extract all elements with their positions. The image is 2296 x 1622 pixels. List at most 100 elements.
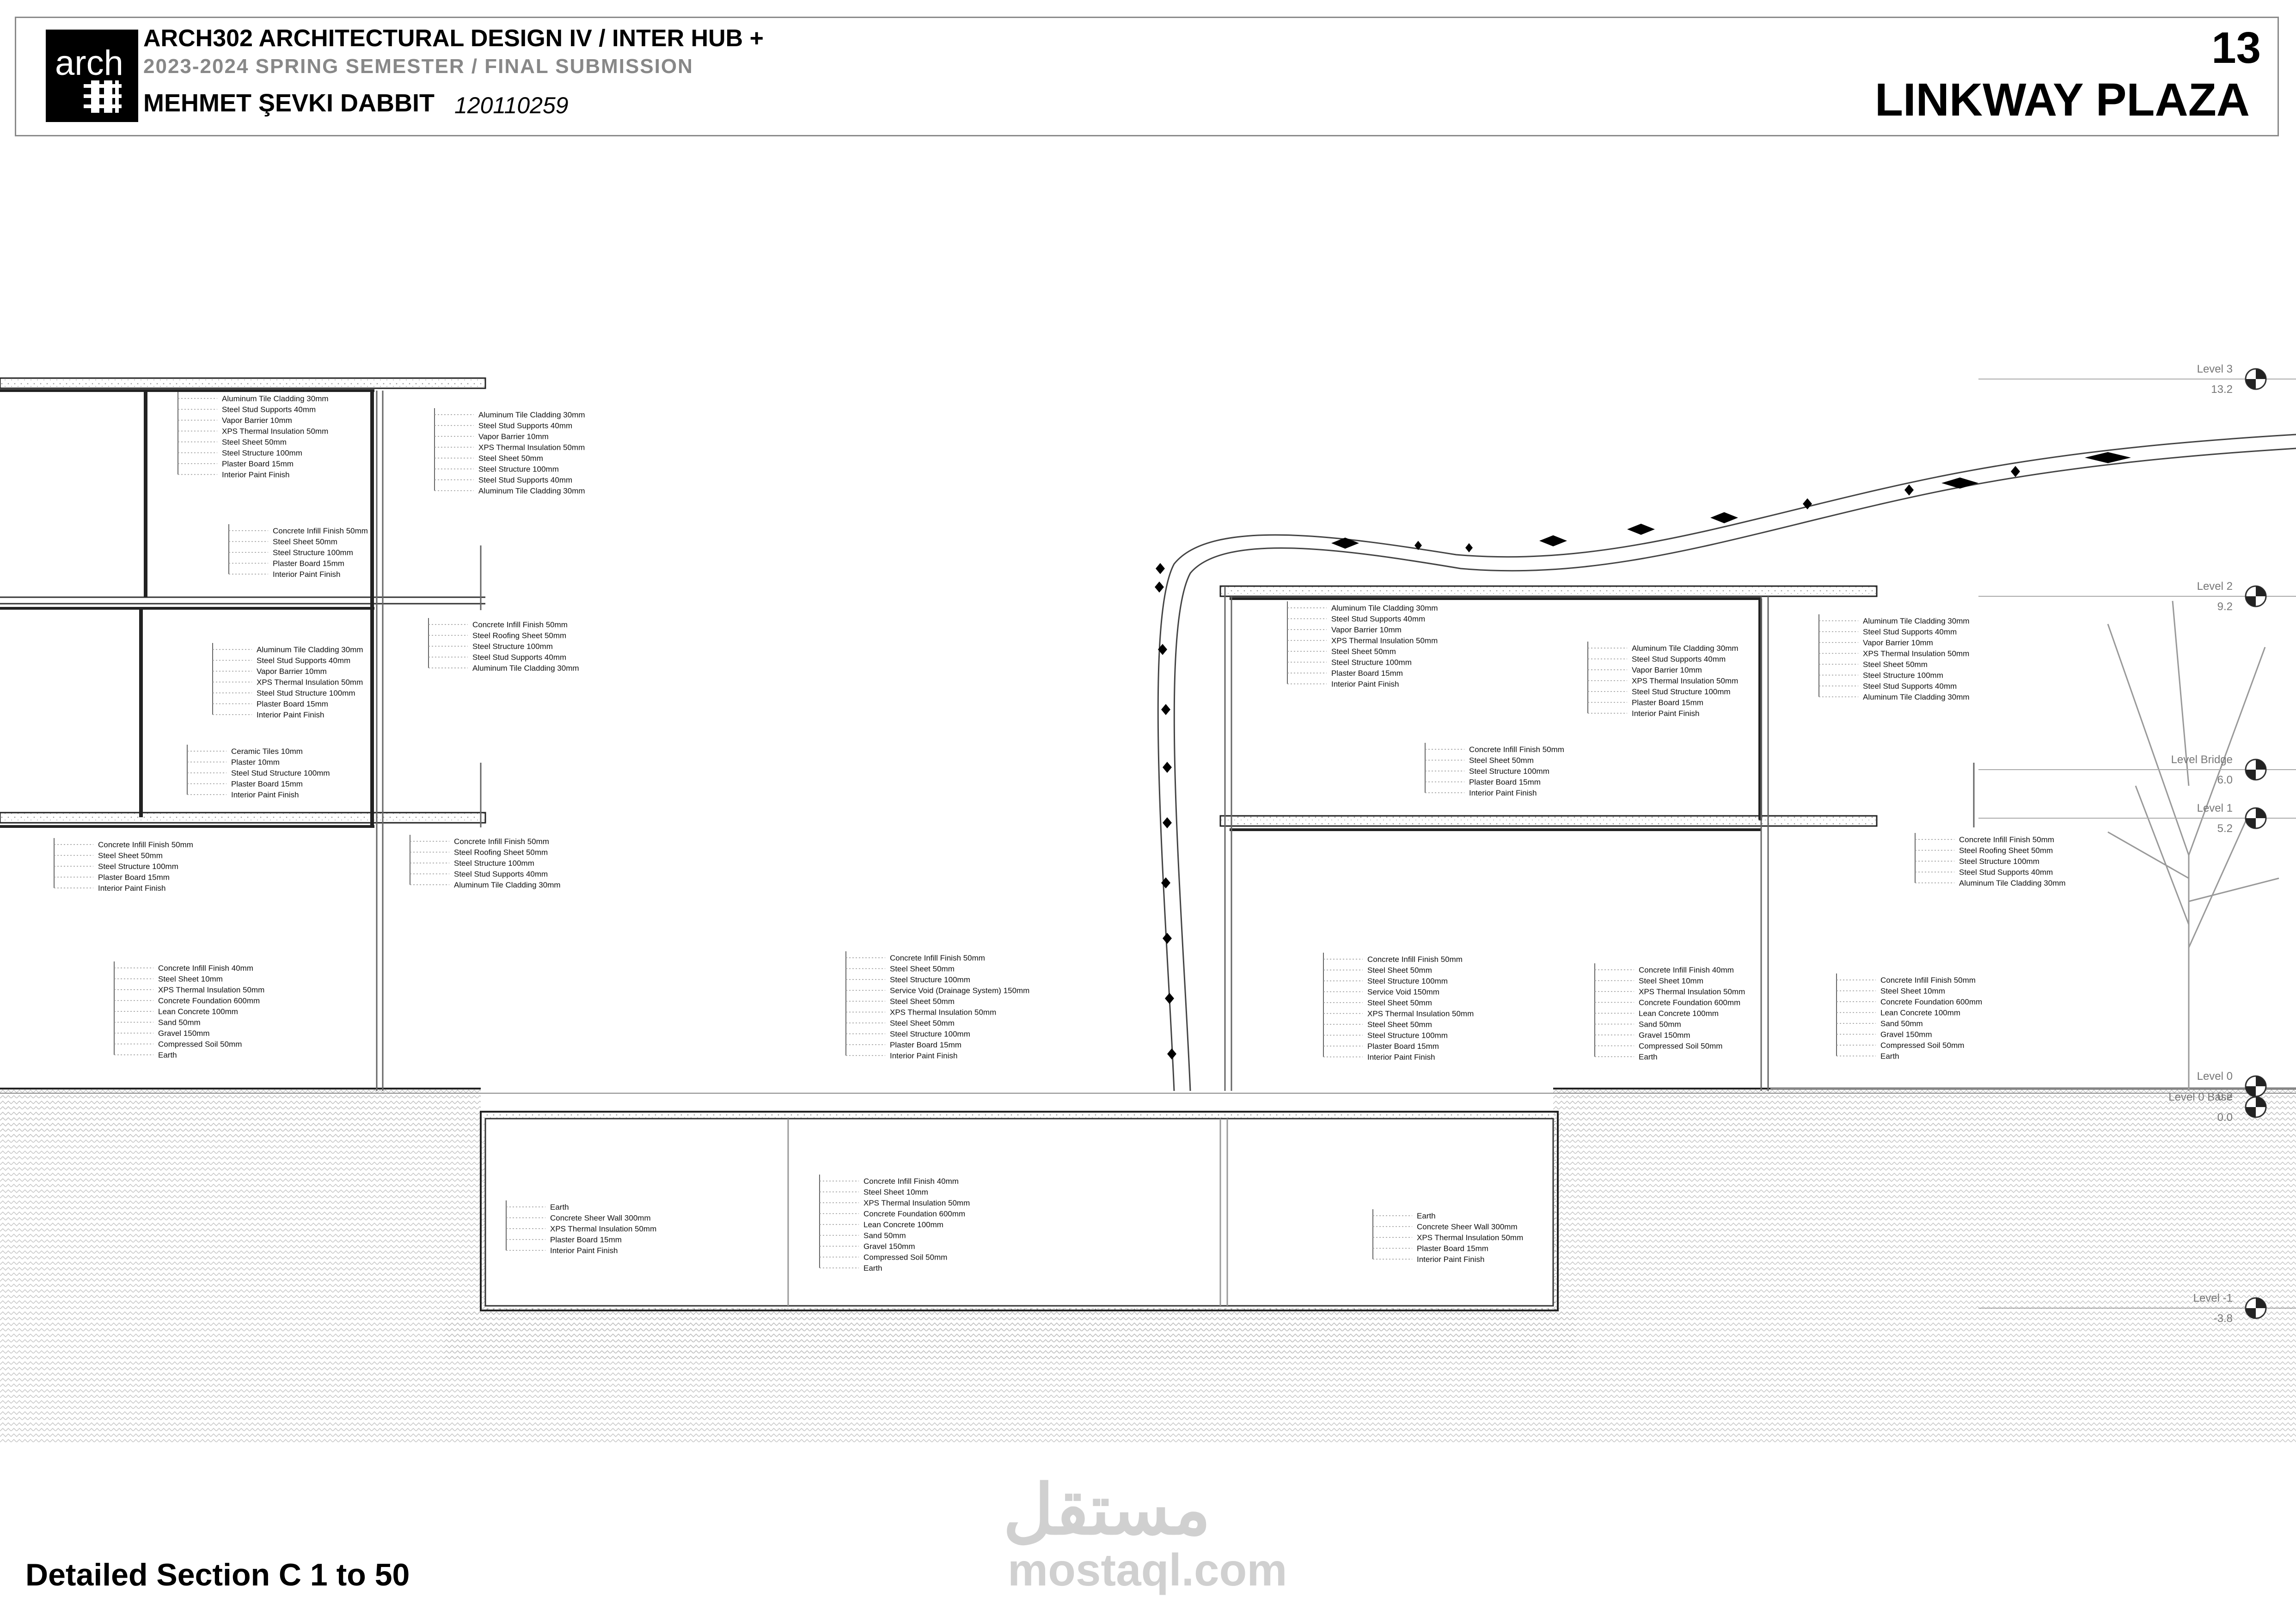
annotation-line: Aluminum Tile Cladding 30mm bbox=[472, 664, 579, 673]
annotation-line: XPS Thermal Insulation 50mm bbox=[890, 1008, 996, 1017]
annotation-line: Aluminum Tile Cladding 30mm bbox=[1863, 617, 1970, 625]
svg-text:arch: arch bbox=[55, 43, 123, 83]
annotation-line: Steel Stud Structure 100mm bbox=[1632, 687, 1731, 696]
level-symbol-icon bbox=[2245, 585, 2267, 607]
level-symbol-icon bbox=[2245, 759, 2267, 781]
annotation-line: Steel Sheet 10mm bbox=[1880, 987, 1945, 996]
annotation-line: Interior Paint Finish bbox=[98, 884, 165, 893]
annotation-line: Gravel 150mm bbox=[863, 1242, 915, 1251]
annotation-line: Steel Structure 100mm bbox=[1367, 1031, 1448, 1040]
annotation-line: Lean Concrete 100mm bbox=[1639, 1009, 1719, 1018]
annotation-line: Ceramic Tiles 10mm bbox=[231, 747, 303, 756]
annotation-line: Aluminum Tile Cladding 30mm bbox=[1632, 644, 1739, 653]
annotation-line: Plaster Board 15mm bbox=[1632, 698, 1703, 707]
annotation-line: Interior Paint Finish bbox=[222, 471, 289, 479]
canopy-roof bbox=[1155, 434, 2296, 1091]
annotation-line: Plaster Board 15mm bbox=[1367, 1042, 1439, 1051]
annotation-line: Earth bbox=[1417, 1212, 1436, 1220]
annotation-line: Steel Stud Supports 40mm bbox=[478, 422, 572, 430]
annotation-line: Steel Sheet 50mm bbox=[1469, 756, 1534, 765]
annotation-line: XPS Thermal Insulation 50mm bbox=[1639, 987, 1745, 996]
annotation-line: XPS Thermal Insulation 50mm bbox=[1863, 649, 1969, 658]
annotation-line: Plaster Board 15mm bbox=[257, 700, 328, 709]
annotation-line: Vapor Barrier 10mm bbox=[257, 667, 327, 676]
annotation-line: XPS Thermal Insulation 50mm bbox=[257, 678, 363, 687]
level-elevation: 13.2 bbox=[2211, 383, 2233, 396]
annotation-line: Plaster 10mm bbox=[231, 758, 280, 767]
title-block: arch ARCH302 ARCHITECTURAL DESIGN IV / I… bbox=[15, 17, 2279, 136]
annotation-line: Concrete Infill Finish 50mm bbox=[890, 954, 985, 962]
annotation-line: Aluminum Tile Cladding 30mm bbox=[1331, 604, 1438, 612]
annotation-line: Plaster Board 15mm bbox=[231, 780, 303, 789]
annotation-line: Earth bbox=[1880, 1052, 1899, 1061]
level-symbol-icon bbox=[2245, 807, 2267, 829]
annotation-line: Steel Sheet 50mm bbox=[478, 454, 543, 463]
annotation-line: Steel Stud Supports 40mm bbox=[1331, 615, 1425, 624]
annotation-line: Steel Roofing Sheet 50mm bbox=[454, 848, 548, 857]
annotation-line: Aluminum Tile Cladding 30mm bbox=[454, 881, 561, 889]
annotation-line: Aluminum Tile Cladding 30mm bbox=[478, 410, 585, 419]
page-number: 13 bbox=[2211, 23, 2261, 73]
annotation-line: Steel Sheet 10mm bbox=[158, 975, 223, 984]
arch-logo: arch bbox=[46, 30, 138, 122]
annotation-line: Plaster Board 15mm bbox=[222, 459, 294, 468]
level-symbol-icon bbox=[2245, 368, 2267, 390]
level-name: Level 3 bbox=[2197, 363, 2233, 375]
level-elevation: 0.2 bbox=[2217, 1090, 2233, 1103]
tree bbox=[2107, 600, 2279, 1091]
annotation-line: Interior Paint Finish bbox=[1632, 709, 1699, 718]
annotation-line: Earth bbox=[1639, 1053, 1658, 1061]
annotation-line: Steel Structure 100mm bbox=[890, 1030, 970, 1039]
annotation-line: Plaster Board 15mm bbox=[273, 559, 344, 568]
annotation-line: Concrete Foundation 600mm bbox=[1639, 998, 1740, 1007]
annotation-line: Interior Paint Finish bbox=[1331, 680, 1399, 689]
annotation-line: Aluminum Tile Cladding 30mm bbox=[257, 645, 363, 654]
annotation-line: Concrete Foundation 600mm bbox=[1880, 998, 1982, 1006]
annotation-line: Aluminum Tile Cladding 30mm bbox=[1863, 693, 1970, 702]
level-symbol-icon bbox=[2245, 1096, 2267, 1118]
left-building bbox=[0, 377, 486, 1091]
annotation-line: Steel Structure 100mm bbox=[1863, 671, 1943, 680]
drawing-caption: Detailed Section C 1 to 50 bbox=[25, 1557, 410, 1592]
level-elevation: 9.2 bbox=[2217, 600, 2233, 613]
level-elevation: 5.2 bbox=[2217, 822, 2233, 835]
annotation-line: Steel Structure 100mm bbox=[454, 859, 534, 868]
annotation-line: Lean Concrete 100mm bbox=[1880, 1009, 1960, 1017]
annotation-line: Plaster Board 15mm bbox=[550, 1236, 622, 1244]
annotation-line: Steel Sheet 50mm bbox=[890, 965, 955, 973]
annotation-line: Plaster Board 15mm bbox=[890, 1041, 961, 1049]
annotation-line: Sand 50mm bbox=[158, 1018, 201, 1027]
level-elevation: 6.0 bbox=[2217, 774, 2233, 786]
level-name: Level Bridge bbox=[2171, 753, 2233, 766]
level-name: Level 0 Base bbox=[2168, 1091, 2233, 1103]
annotation-line: Concrete Infill Finish 40mm bbox=[863, 1177, 959, 1186]
annotation-line: Interior Paint Finish bbox=[1469, 789, 1537, 797]
semester-line: 2023-2024 SPRING SEMESTER / FINAL SUBMIS… bbox=[143, 55, 693, 78]
annotation-line: Steel Sheet 50mm bbox=[1367, 966, 1432, 975]
annotation-line: Concrete Infill Finish 50mm bbox=[1367, 955, 1463, 964]
annotation-line: Steel Roofing Sheet 50mm bbox=[1959, 846, 2053, 855]
annotation-line: XPS Thermal Insulation 50mm bbox=[222, 427, 328, 436]
annotation-line: Aluminum Tile Cladding 30mm bbox=[222, 394, 329, 403]
annotation-line: Sand 50mm bbox=[863, 1231, 906, 1240]
annotation-line: Steel Structure 100mm bbox=[98, 862, 178, 871]
annotation-line: Gravel 150mm bbox=[1639, 1031, 1690, 1040]
annotation-line: Interior Paint Finish bbox=[550, 1246, 618, 1255]
annotation-line: Steel Sheet 50mm bbox=[222, 438, 287, 447]
annotation-line: Interior Paint Finish bbox=[1417, 1255, 1484, 1264]
annotation-line: XPS Thermal Insulation 50mm bbox=[1331, 637, 1438, 645]
annotation-line: Aluminum Tile Cladding 30mm bbox=[478, 487, 585, 496]
annotation-line: XPS Thermal Insulation 50mm bbox=[1367, 1010, 1474, 1018]
annotation-line: Steel Stud Supports 40mm bbox=[1863, 682, 1957, 691]
annotation-line: Concrete Foundation 600mm bbox=[863, 1210, 965, 1218]
level-name: Level 1 bbox=[2197, 802, 2233, 814]
annotation-line: Steel Sheet 50mm bbox=[1331, 647, 1396, 656]
annotation-line: XPS Thermal Insulation 50mm bbox=[550, 1224, 656, 1233]
annotation-line: Steel Structure 100mm bbox=[890, 975, 970, 984]
annotation-line: Concrete Infill Finish 40mm bbox=[1639, 966, 1734, 974]
annotation-line: Concrete Sheer Wall 300mm bbox=[1417, 1223, 1518, 1231]
annotation-line: Steel Sheet 50mm bbox=[1863, 660, 1928, 669]
annotation-line: Interior Paint Finish bbox=[1367, 1053, 1435, 1062]
